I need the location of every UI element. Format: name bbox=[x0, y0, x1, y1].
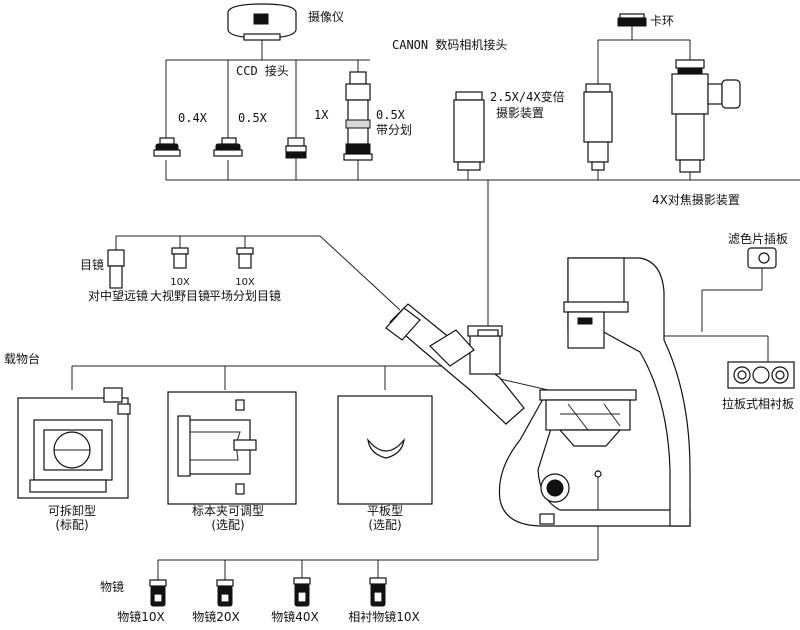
stage-label: 载物台 bbox=[4, 352, 41, 366]
zoom-photo-label-b: 摄影装置 bbox=[496, 106, 545, 120]
stage-flat-plate[interactable] bbox=[337, 395, 433, 505]
stage-removable[interactable] bbox=[17, 387, 131, 499]
ccd-adapter-1x[interactable] bbox=[285, 137, 307, 159]
focus-4x-label: 4X对焦摄影装置 bbox=[652, 193, 740, 207]
reticle-eyepiece[interactable] bbox=[236, 247, 254, 269]
slider-label: 拉板式相衬板 bbox=[722, 397, 795, 411]
stage2-label-a: 标本夹可调型 bbox=[191, 504, 265, 518]
stage1-label-b: (标配) bbox=[55, 518, 89, 532]
ep1-mag-label: 10X bbox=[170, 277, 190, 288]
clamp-ring-label: 卡环 bbox=[650, 14, 675, 28]
camera-label: 摄像仪 bbox=[308, 10, 345, 24]
ep1-label: 大视野目镜 bbox=[149, 289, 211, 303]
filter-insert[interactable] bbox=[747, 247, 777, 269]
x04-label: 0.4X bbox=[178, 111, 207, 125]
objective-10x[interactable] bbox=[149, 579, 167, 607]
filter-label: 滤色片插板 bbox=[728, 232, 789, 246]
objective-label: 物镜 bbox=[100, 580, 125, 594]
x05-reticle-label-a: 0.5X bbox=[376, 108, 405, 122]
stage-clamp-adjustable[interactable] bbox=[167, 391, 297, 505]
stage1-label-a: 可拆卸型 bbox=[47, 504, 97, 518]
stage3-label-a: 平板型 bbox=[366, 504, 404, 518]
ccd-adapter-04x[interactable] bbox=[153, 137, 181, 157]
x1-label: 1X bbox=[314, 108, 329, 122]
ccd-adapter-05x[interactable] bbox=[213, 137, 243, 157]
ccd-adapter-05x-reticle[interactable] bbox=[343, 71, 373, 161]
objective-20x[interactable] bbox=[216, 579, 234, 607]
objective-40x-label: 物镜40X bbox=[271, 610, 319, 624]
stage3-label-b: (选配) bbox=[368, 518, 402, 532]
centering-telescope[interactable] bbox=[107, 249, 125, 289]
phase-slider[interactable] bbox=[727, 361, 795, 389]
microscope-body bbox=[385, 257, 691, 527]
objective-20x-label: 物镜20X bbox=[192, 610, 240, 624]
camera-device[interactable] bbox=[227, 3, 297, 41]
objective-phase-10x[interactable] bbox=[369, 577, 387, 607]
objective-10x-label: 物镜10X bbox=[117, 610, 165, 624]
x05-reticle-label-b: 带分划 bbox=[376, 123, 413, 137]
telescope-label: 对中望远镜 bbox=[88, 289, 149, 303]
connector-lines bbox=[71, 26, 800, 580]
wide-field-eyepiece[interactable] bbox=[171, 247, 189, 269]
canon-label: CANON 数码相机接头 bbox=[392, 38, 508, 52]
zoom-photo-label-a: 2.5X/4X变倍 bbox=[490, 90, 565, 104]
stage2-label-b: (选配) bbox=[211, 518, 245, 532]
ccd-label: CCD 接头 bbox=[236, 64, 289, 78]
ep2-label: 平场分划目镜 bbox=[208, 289, 282, 303]
ep2-mag-label: 10X bbox=[235, 277, 255, 288]
canon-adapter[interactable] bbox=[583, 83, 613, 171]
zoom-photo-device[interactable] bbox=[453, 91, 485, 171]
objective-40x[interactable] bbox=[293, 577, 311, 607]
objective-phase-10x-label: 相衬物镜10X bbox=[348, 610, 420, 624]
eyepiece-label: 目镜 bbox=[80, 258, 105, 272]
x05-label: 0.5X bbox=[238, 111, 267, 125]
clamp-ring[interactable] bbox=[617, 13, 647, 27]
focus-4x-photo-device[interactable] bbox=[671, 59, 741, 173]
